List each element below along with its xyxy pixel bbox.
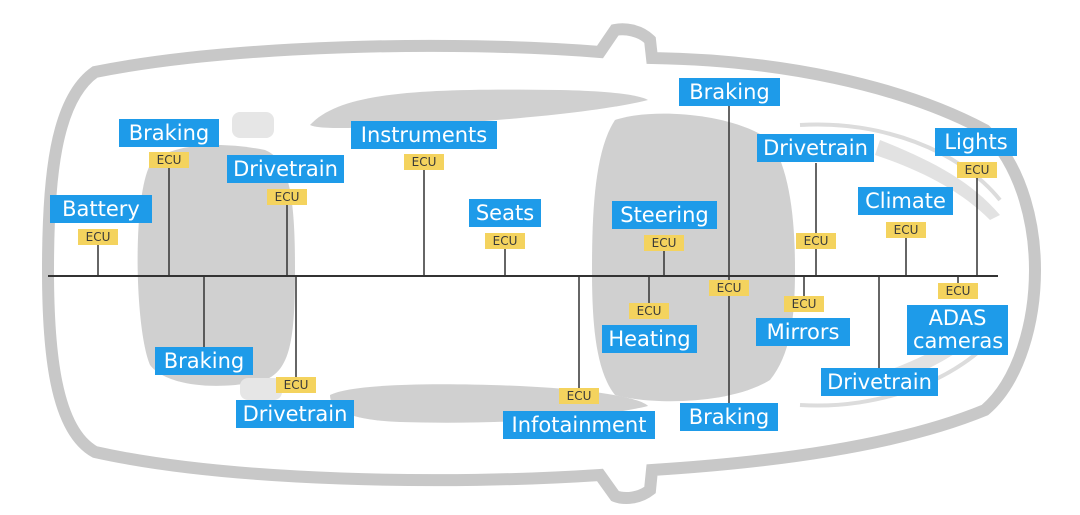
ecu-braking-front: ECU (709, 280, 749, 296)
label-seats: Seats (469, 199, 541, 227)
ecu-drivetrain-front-top: ECU (796, 233, 836, 249)
label-braking-rear-top: Braking (119, 119, 219, 147)
rear-window-shape (137, 145, 295, 386)
ecu-adas: ECU (938, 283, 978, 299)
label-adas-cameras: ADAS cameras (907, 305, 1008, 355)
ecu-seats: ECU (485, 233, 525, 249)
label-drivetrain-front-top: Drivetrain (757, 134, 874, 162)
label-braking-front-bottom: Braking (680, 403, 778, 431)
label-lights: Lights (935, 128, 1017, 156)
label-steering: Steering (612, 201, 717, 229)
label-braking-rear-bottom: Braking (155, 347, 253, 375)
roof-strip-top (310, 89, 648, 129)
label-drivetrain-rear-bottom: Drivetrain (236, 400, 354, 428)
label-adas-line1: ADAS (928, 306, 987, 330)
ecu-infotainment: ECU (559, 388, 599, 404)
hood-line-top (799, 122, 1002, 202)
ecu-steering: ECU (644, 235, 684, 251)
ecu-drivetrain-rear-top: ECU (267, 189, 307, 205)
mirror-top-shape (232, 112, 274, 138)
ecu-lights: ECU (957, 162, 997, 178)
ecu-heating: ECU (629, 303, 669, 319)
bus-stubs (97, 106, 978, 404)
label-battery: Battery (50, 195, 152, 223)
ecu-battery: ECU (78, 229, 118, 245)
label-adas-line2: cameras (913, 329, 1004, 353)
label-drivetrain-rear-top: Drivetrain (227, 155, 344, 183)
label-braking-front-top: Braking (679, 78, 780, 106)
label-instruments: Instruments (351, 121, 497, 149)
headlight-top (875, 140, 1000, 220)
ecu-drivetrain-rear-bottom: ECU (276, 377, 316, 393)
label-mirrors: Mirrors (756, 318, 850, 346)
ecu-braking-rear-top: ECU (149, 152, 189, 168)
ecu-instruments: ECU (404, 154, 444, 170)
ecu-climate: ECU (886, 222, 926, 238)
ecu-mirrors: ECU (784, 296, 824, 312)
mirror-bottom-shape (240, 378, 282, 400)
label-heating: Heating (602, 325, 697, 353)
label-climate: Climate (858, 187, 953, 215)
label-infotainment: Infotainment (503, 411, 655, 439)
label-drivetrain-front-bottom: Drivetrain (821, 368, 938, 396)
